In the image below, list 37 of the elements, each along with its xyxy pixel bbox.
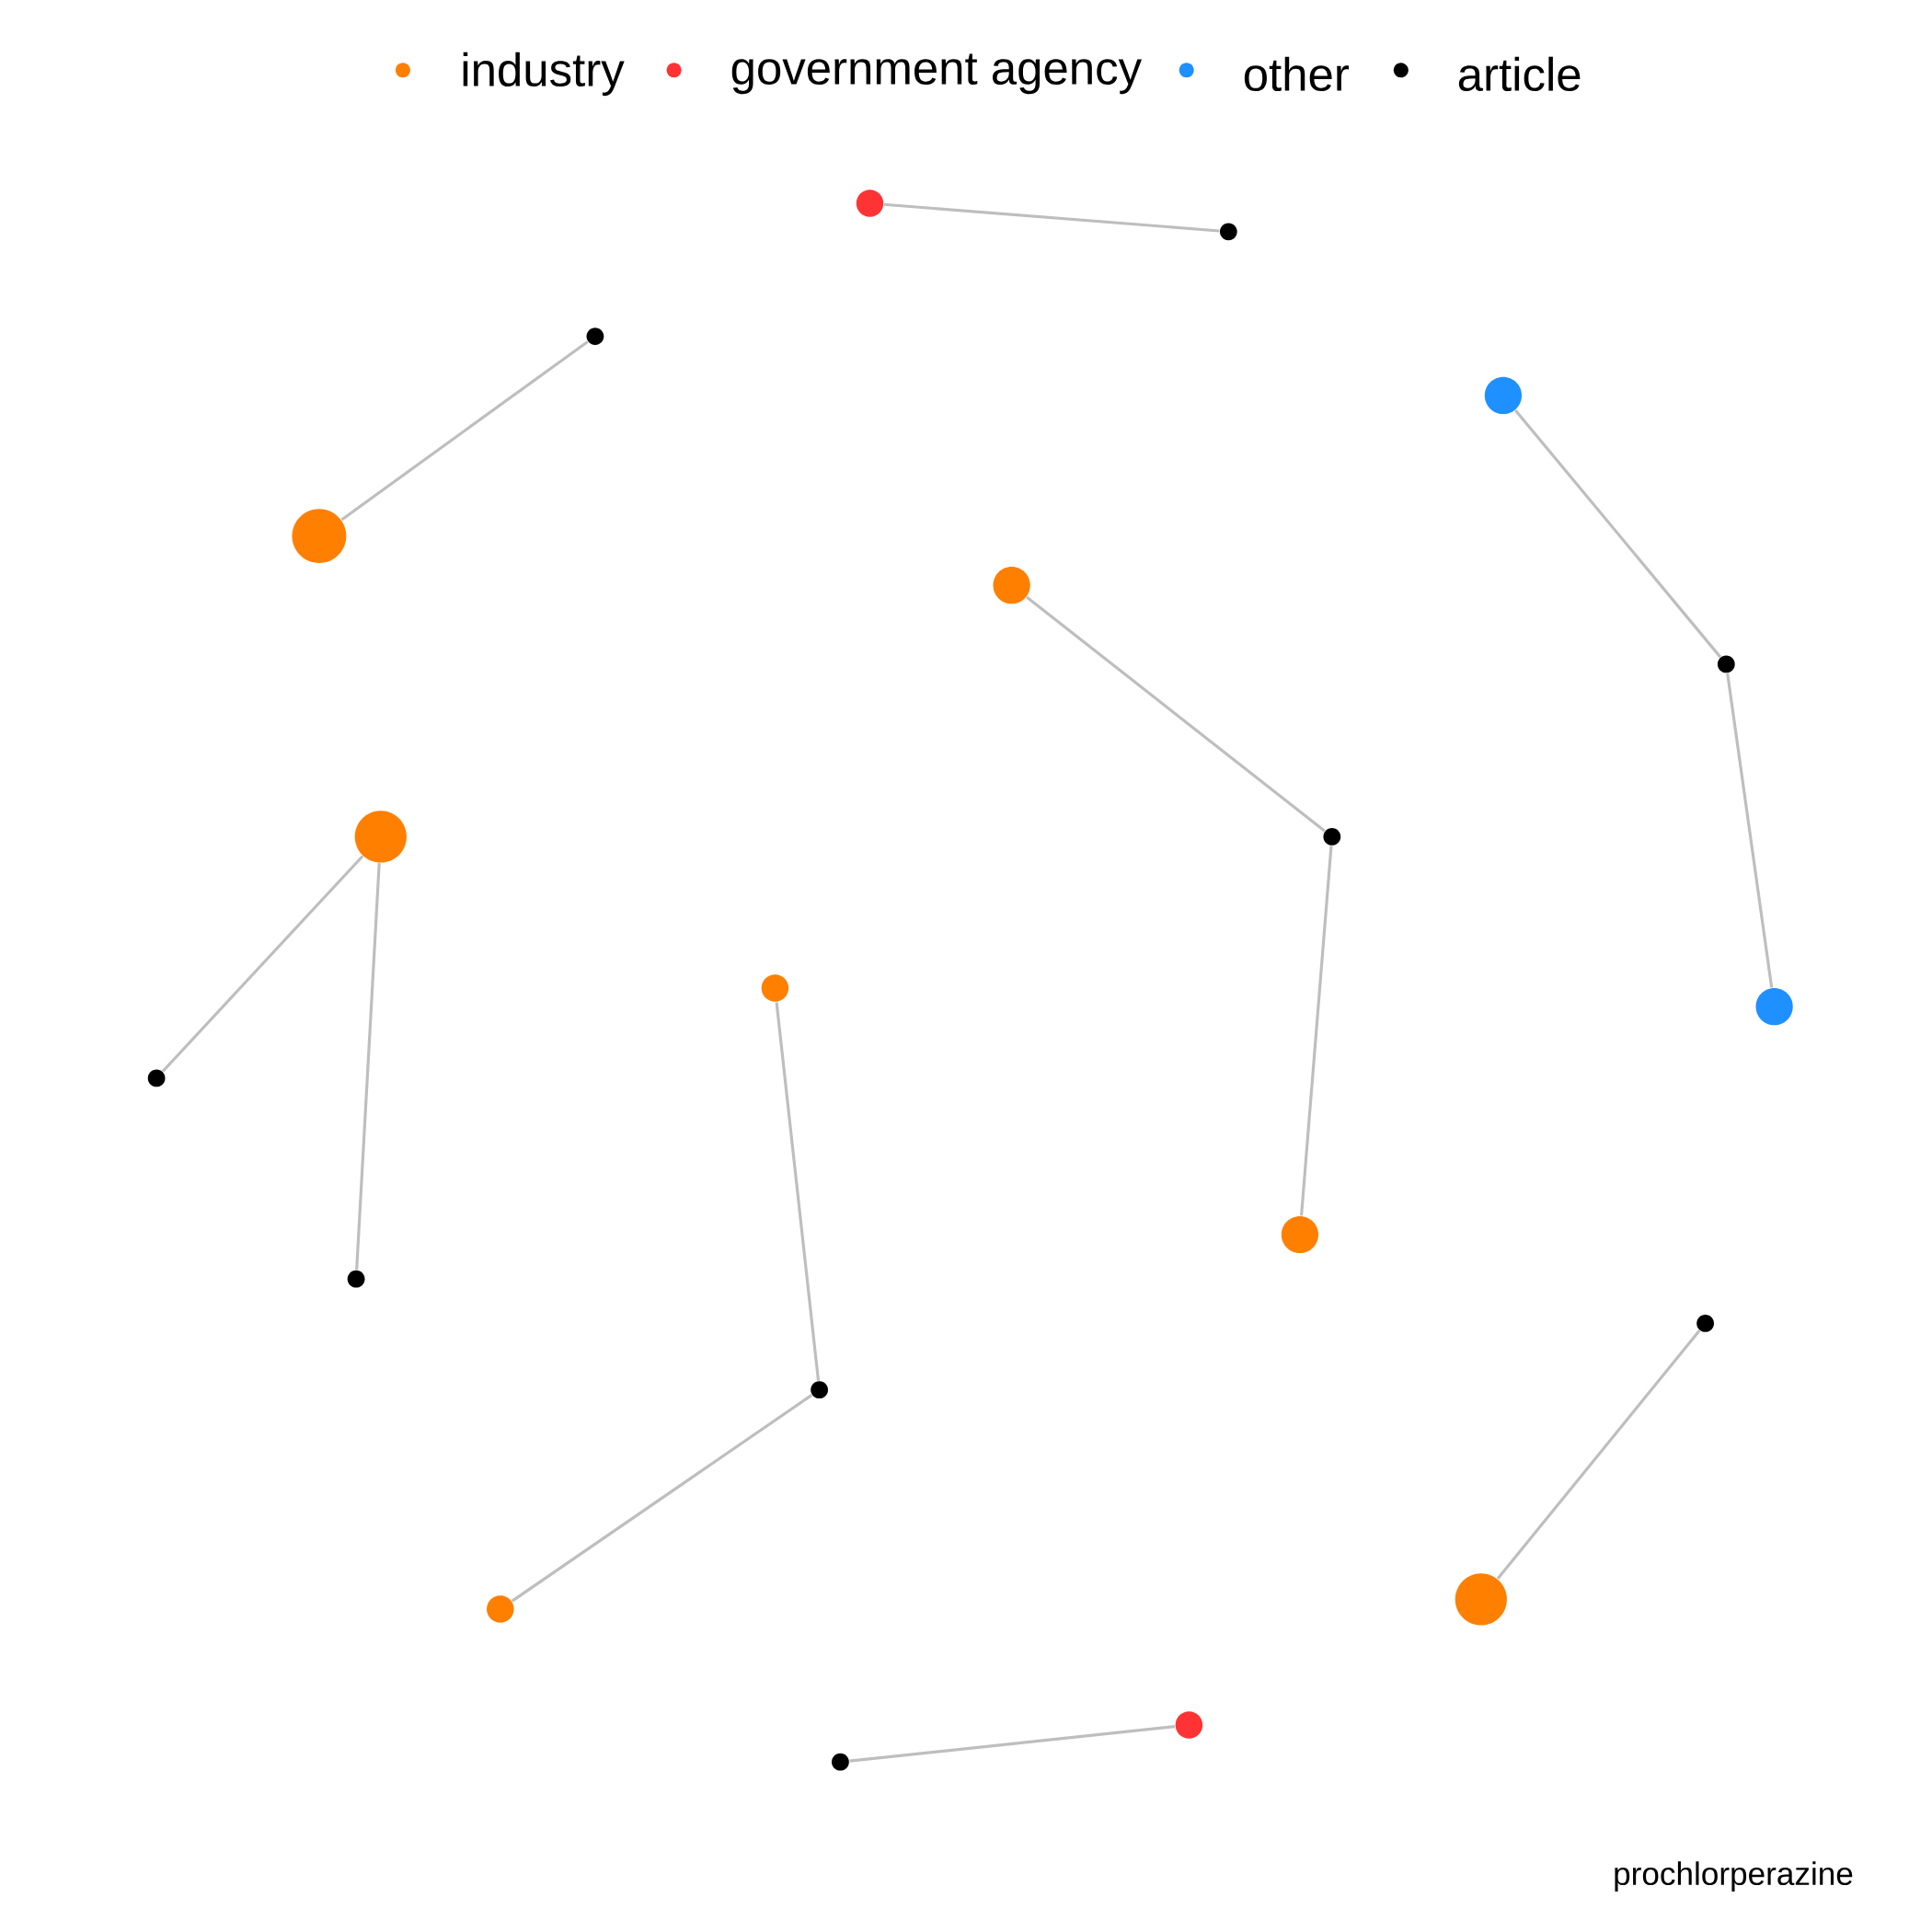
edge-line: [1726, 673, 1774, 988]
network-node: [1281, 1215, 1318, 1254]
network-node: [147, 1069, 166, 1087]
caption: prochlorperazine: [1615, 1861, 1853, 1892]
edge-line: [340, 340, 589, 522]
network-node: [1717, 655, 1735, 673]
network-node: [1455, 1573, 1507, 1626]
edge-line: [1026, 595, 1326, 833]
edge-line: [161, 855, 364, 1073]
edge-line: [883, 202, 1220, 233]
network-node: [1219, 223, 1237, 241]
network-node: [487, 1595, 514, 1623]
network-node: [761, 974, 789, 1002]
edge-line: [1496, 1329, 1701, 1581]
edge-line: [1514, 408, 1722, 659]
network-node: [347, 1270, 365, 1288]
network-node: [292, 509, 347, 564]
network-node: [1755, 988, 1793, 1026]
network-node: [856, 190, 884, 217]
network-node: [832, 1753, 849, 1771]
network-node: [1484, 376, 1522, 414]
network-node: [993, 567, 1030, 604]
network-node: [811, 1381, 828, 1399]
legend-label: other: [1244, 56, 1350, 92]
edge-line: [355, 863, 381, 1271]
network-node: [1175, 1711, 1203, 1739]
network-node: [1696, 1315, 1714, 1332]
legend-label: government agency: [731, 53, 1143, 95]
legend-label: industry: [463, 52, 625, 97]
edge-line: [511, 1394, 813, 1603]
network-node: [1323, 828, 1341, 845]
edge-line: [849, 1725, 1176, 1763]
edge-line: [1300, 845, 1333, 1216]
legend-label: article: [1458, 56, 1581, 92]
edge-line: [775, 1002, 821, 1381]
network-node: [586, 328, 604, 345]
network-node: [354, 811, 407, 863]
